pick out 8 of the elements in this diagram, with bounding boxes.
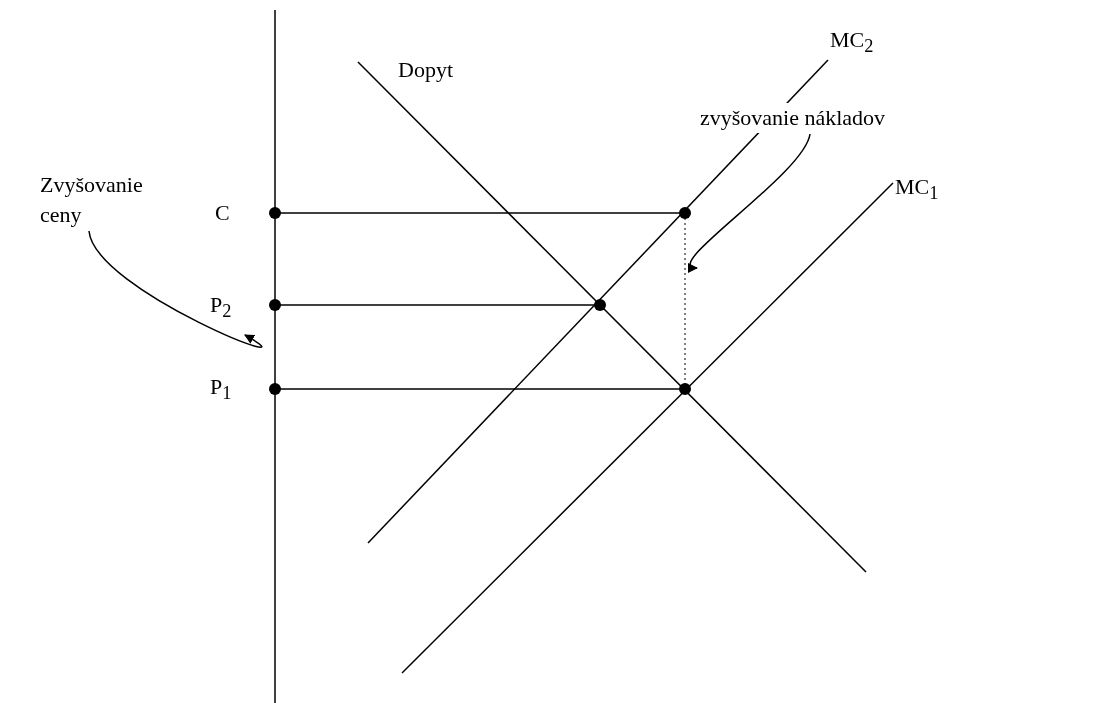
curve-label: Dopyt <box>398 56 453 84</box>
price-label: C <box>215 199 230 227</box>
leader-arrow <box>686 133 811 271</box>
leader-arrow <box>88 230 263 348</box>
curve-label: MC$_{2}$ <box>830 26 874 59</box>
curve-label: MC$_{1}$ <box>895 173 939 206</box>
price-label: P$_{2}$ <box>210 291 232 324</box>
price-label: P$_{1}$ <box>210 373 232 406</box>
